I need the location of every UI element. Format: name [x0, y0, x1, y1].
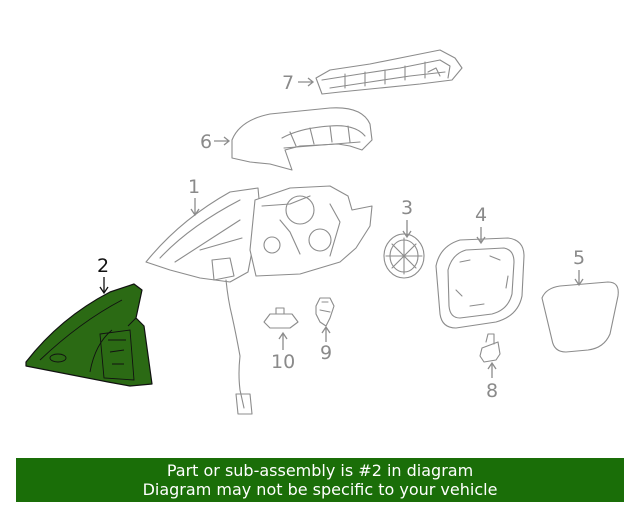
callout-5: 5 [573, 247, 585, 287]
svg-text:6: 6 [200, 131, 212, 153]
banner-line-1: Part or sub-assembly is #2 in diagram [166, 461, 474, 480]
banner-line-2: Diagram may not be specific to your vehi… [142, 480, 498, 499]
svg-text:5: 5 [573, 247, 585, 269]
callout-7: 7 [282, 72, 315, 94]
svg-text:10: 10 [271, 351, 295, 373]
callout-3: 3 [401, 197, 413, 239]
callout-6: 6 [200, 131, 231, 153]
part-info-banner: Part or sub-assembly is #2 in diagram Di… [16, 458, 624, 502]
svg-text:7: 7 [282, 72, 294, 94]
svg-text:3: 3 [401, 197, 413, 219]
callout-8: 8 [486, 361, 498, 402]
callout-4: 4 [475, 204, 487, 245]
part-3-mirror-motor[interactable] [383, 233, 425, 279]
parts-diagram: 7 6 1 3 [25, 49, 619, 415]
part-10-connector[interactable] [263, 307, 299, 329]
part-2-mirror-base-highlighted[interactable] [25, 283, 153, 387]
part-1-mirror-housing[interactable] [145, 185, 373, 415]
part-4-glass-holder[interactable] [435, 237, 525, 329]
callout-10: 10 [271, 331, 295, 373]
callout-1: 1 [188, 176, 200, 217]
callout-2: 2 [97, 255, 109, 295]
svg-text:2: 2 [97, 255, 109, 277]
svg-text:1: 1 [188, 176, 200, 198]
svg-text:9: 9 [320, 342, 332, 364]
svg-text:4: 4 [475, 204, 487, 226]
part-7-turn-signal[interactable] [315, 49, 463, 95]
part-8-clip[interactable] [479, 333, 501, 363]
part-9-bracket[interactable] [315, 297, 335, 327]
callout-9: 9 [320, 325, 332, 364]
part-6-mirror-cap[interactable] [231, 107, 373, 171]
part-5-mirror-glass[interactable] [541, 281, 619, 353]
svg-text:8: 8 [486, 380, 498, 402]
